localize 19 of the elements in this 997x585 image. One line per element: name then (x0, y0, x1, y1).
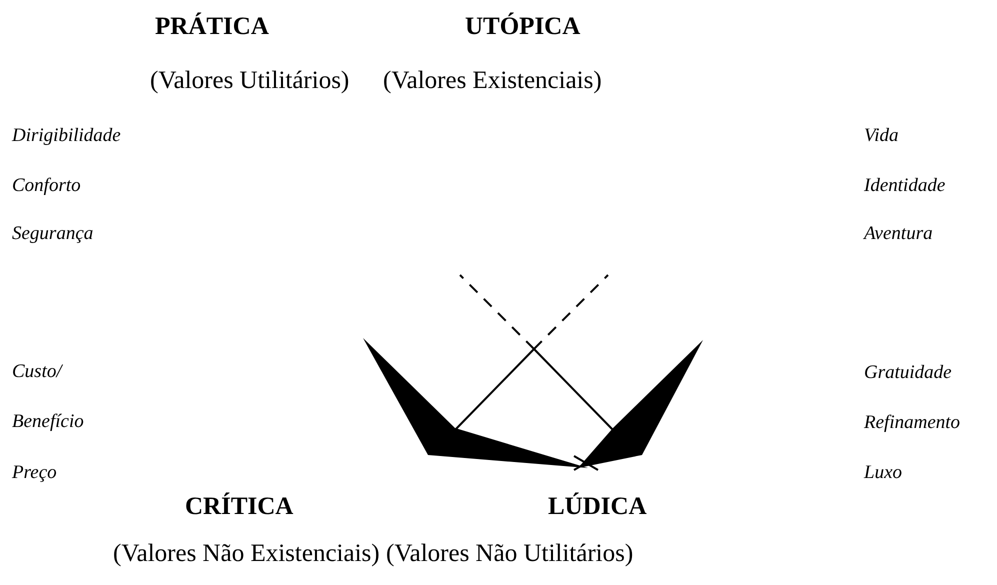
value-term: Dirigibilidade (12, 125, 121, 147)
value-term: Custo/ Benefício (12, 360, 85, 434)
category-subtitle: (Valores Não Existenciais) (113, 540, 380, 568)
value-term: Aventura (864, 223, 933, 245)
category-subtitle: (Valores Utilitários) (150, 67, 350, 95)
category-subtitle: (Valores Não Utilitários) (386, 540, 634, 568)
category-heading: PRÁTICA (155, 13, 269, 41)
value-term: Gratuidade (864, 362, 952, 384)
value-term: Identidade (864, 175, 946, 197)
value-term: Conforto (12, 175, 81, 197)
category-heading: LÚDICA (548, 493, 647, 521)
category-heading: CRÍTICA (185, 493, 294, 521)
category-subtitle: (Valores Existenciais) (383, 67, 602, 95)
category-heading: UTÓPICA (465, 13, 580, 41)
value-term: Segurança (12, 223, 94, 245)
value-term: Luxo (864, 462, 902, 484)
value-term: Refinamento (864, 412, 960, 434)
value-term: Vida (864, 125, 898, 147)
value-term: Preço (12, 462, 57, 484)
